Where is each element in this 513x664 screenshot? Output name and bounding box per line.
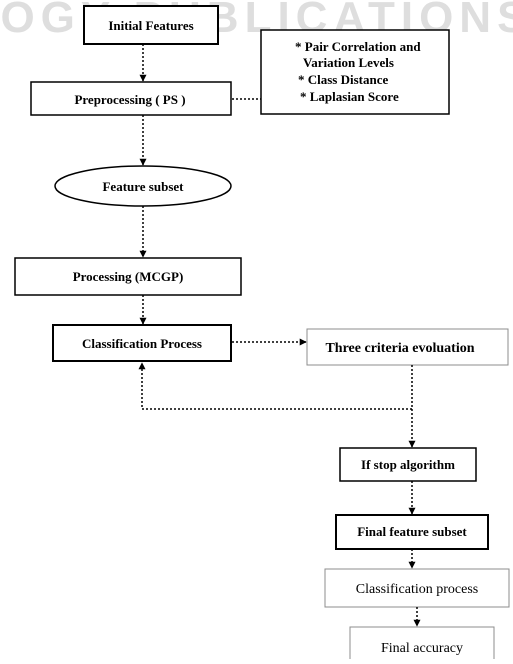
node-final-accuracy: Final accuracy <box>349 626 495 664</box>
node-feature-subset-label: Feature subset <box>102 179 184 194</box>
criteria-item-pair-correlation: * Pair Correlation and <box>295 39 421 54</box>
node-feature-subset: Feature subset <box>54 165 232 207</box>
node-preprocessing: Preprocessing ( PS ) <box>30 81 232 116</box>
arrow-feedback-loop <box>138 362 413 410</box>
node-final-feature-subset-label: Final feature subset <box>357 524 467 539</box>
node-final-feature-subset: Final feature subset <box>335 514 489 550</box>
node-preprocessing-label: Preprocessing ( PS ) <box>74 92 185 107</box>
node-processing-label: Processing (MCGP) <box>73 269 184 284</box>
node-three-criteria: Three criteria evoluation <box>306 328 509 366</box>
criteria-item-variation-levels: Variation Levels <box>303 55 394 70</box>
criteria-box: * Pair Correlation and Variation Levels … <box>260 29 450 115</box>
criteria-item-laplasian-score: * Laplasian Score <box>300 89 399 104</box>
node-if-stop-label: If stop algorithm <box>361 457 455 472</box>
node-three-criteria-label: Three criteria evoluation <box>325 341 474 356</box>
node-classification-process-2-label: Classification process <box>356 582 478 597</box>
node-classification-process-label: Classification Process <box>82 336 202 351</box>
node-classification-process-2: Classification process <box>324 568 510 608</box>
node-processing: Processing (MCGP) <box>14 257 242 296</box>
node-initial-features-label: Initial Features <box>108 18 193 33</box>
node-if-stop: If stop algorithm <box>339 447 477 482</box>
criteria-item-class-distance: * Class Distance <box>298 72 389 87</box>
node-initial-features: Initial Features <box>83 5 219 45</box>
node-final-accuracy-label: Final accuracy <box>381 641 463 656</box>
node-classification-process: Classification Process <box>52 324 232 362</box>
